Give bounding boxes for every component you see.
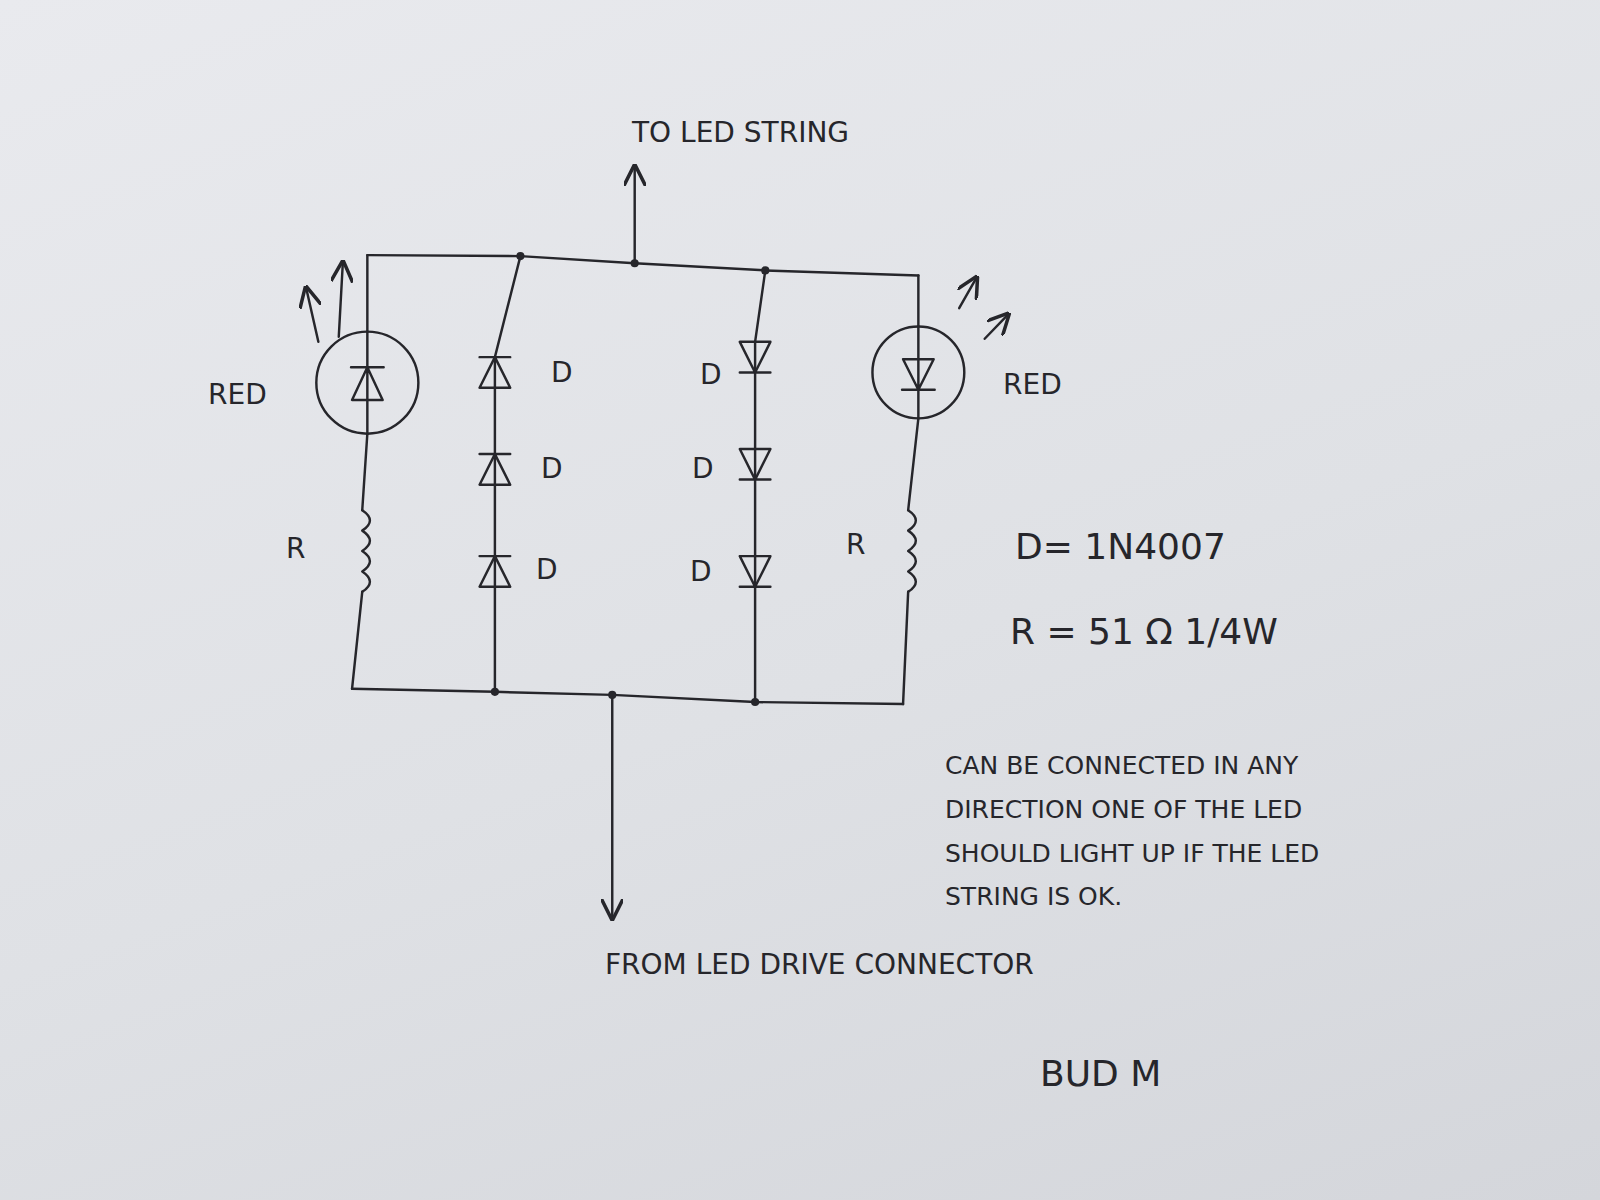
- wire: [366, 255, 368, 332]
- wire: [917, 276, 919, 327]
- led-color-label: RED: [1003, 368, 1062, 402]
- signature: BUD M: [1040, 1052, 1161, 1095]
- light-arrow: [985, 314, 1008, 338]
- diode-symbol: [480, 454, 511, 485]
- diode-label: D: [541, 452, 563, 486]
- led-symbol: [872, 327, 964, 419]
- diode-label: D: [536, 553, 558, 587]
- led-diode: [351, 332, 384, 434]
- diode-symbol: [740, 342, 771, 373]
- wire: [352, 592, 362, 689]
- terminal-label: FROM LED DRIVE CONNECTOR: [605, 948, 1034, 982]
- led-diode: [902, 327, 935, 419]
- junction-dot: [761, 266, 769, 274]
- light-arrow: [339, 262, 343, 336]
- diode-symbol: [740, 556, 771, 587]
- terminal-arrow: [611, 695, 613, 918]
- light-arrow: [306, 288, 318, 342]
- terminal-label: TO LED STRING: [632, 116, 849, 150]
- resistor-label: R: [846, 528, 865, 562]
- part-value: D= 1N4007: [1015, 525, 1226, 568]
- bottom-wire: [352, 689, 903, 704]
- resistor-symbol: [362, 510, 370, 592]
- led-symbol: [316, 332, 418, 434]
- diode-symbol: [480, 357, 511, 388]
- diode-symbol: [480, 556, 511, 587]
- wire: [903, 592, 908, 704]
- diode-label: D: [692, 452, 714, 486]
- note-text: CAN BE CONNECTED IN ANY DIRECTION ONE OF…: [945, 744, 1415, 919]
- wire: [362, 434, 367, 511]
- wire: [908, 418, 918, 510]
- wire: [495, 256, 521, 692]
- junction-dot: [631, 259, 639, 267]
- diode-label: D: [551, 356, 573, 390]
- diode-label: D: [700, 358, 722, 392]
- resistor-label: R: [286, 532, 305, 566]
- junction-dot: [491, 688, 499, 696]
- led-color-label: RED: [208, 378, 267, 412]
- light-arrow: [959, 278, 976, 309]
- junction-dot: [608, 691, 616, 699]
- resistor-symbol: [908, 510, 916, 592]
- part-value: R = 51 Ω 1/4W: [1010, 610, 1278, 653]
- junction-dot: [751, 698, 759, 706]
- diode-label: D: [690, 555, 712, 589]
- top-wire: [367, 255, 918, 275]
- terminal-arrow: [633, 166, 635, 263]
- wire: [755, 270, 765, 702]
- diode-symbol: [740, 449, 771, 480]
- junction-dot: [516, 252, 524, 260]
